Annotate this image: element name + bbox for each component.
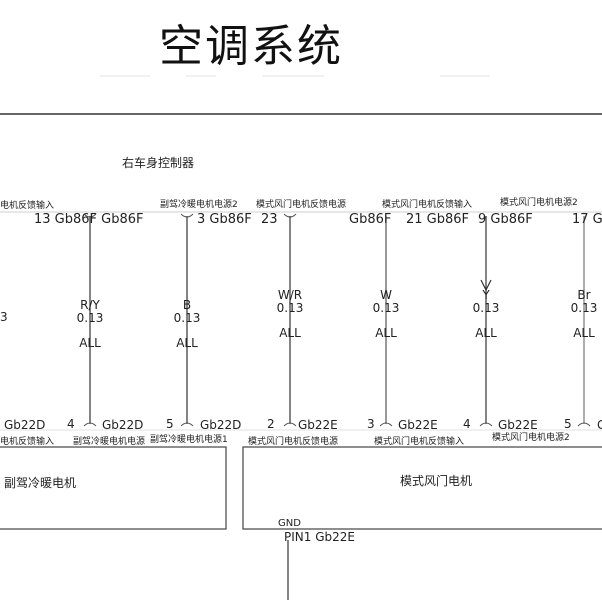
pin-number-label: 5 [166,417,174,431]
pin-terminal [283,422,297,427]
pin-terminal [379,422,393,427]
controller-name: 右车身控制器 [122,156,195,170]
right-component-name: 模式风门电机 [400,474,473,488]
wire-color-label: W [380,288,392,302]
wire-gauge-label: 0.13 [472,301,500,315]
pin-terminal [283,213,297,218]
wire-gauge-label: 0.13 [276,301,304,315]
pin-number-label: 4 [463,417,471,431]
wire-color-label: W/R [277,288,303,302]
left-component-name: 副驾冷暖电机 [4,476,77,490]
wire-color-label: R/Y [80,298,100,312]
pin-function-label: 模式风门电机电源2 [492,433,570,443]
ground-pin: PIN1 Gb22E [284,530,355,544]
pin-function-label: 副驾冷暖电机电源2 [160,200,238,210]
pin-terminal [180,213,194,218]
pin-number-label: G [597,418,602,432]
wire-gauge-label: 0.13 [76,311,104,325]
wire-config-label: ALL [176,336,198,350]
pin-number-label: 17 G [572,212,602,227]
ground-label: GND [278,518,301,529]
pin-number-label: 23 [261,212,278,227]
wire-color-label: Y [482,288,490,302]
pin-number-label: Gb22D [200,418,242,432]
pin-number-label: Gb22D [4,418,46,432]
pin-number-label: Gb86F [349,212,392,227]
pin-function-label: 副驾冷暖电机电源1 [150,435,228,445]
pin-terminal [479,422,493,427]
pin-number-label: 9 Gb86F [478,212,533,227]
pin-function-label: 电机反馈输入 [0,201,55,211]
pin-number-label: 2 [267,417,275,431]
wire-config-label: ALL [573,326,595,340]
pin-function-label: 模式风门电机反馈电源 [248,437,339,447]
page-title: 空调系统 [159,21,343,72]
right-component-box [242,446,602,530]
pin-number-label: Gb22E [498,418,538,432]
pin-number-label: 4 [67,417,75,431]
wire-gauge-label: 0.13 [372,301,400,315]
pin-function-label: 电机反馈输入 [0,437,55,447]
pin-terminal [180,422,194,427]
wire-fragment-label: 3 [0,310,8,324]
left-component-box [0,446,227,530]
direction-arrow [480,279,492,292]
pin-number-label: Gb22E [398,418,438,432]
pin-terminal [83,213,97,218]
pin-terminal [83,422,97,427]
pin-number-label: 3 Gb86F [197,212,252,227]
pin-number-label: 3 [367,417,375,431]
pin-function-label: 模式风门电机电源2 [500,198,578,208]
pin-function-label: 模式风门电机反馈输入 [374,437,465,447]
pin-function-label: 模式风门电机反馈输入 [382,200,473,210]
wire-config-label: ALL [279,326,301,340]
pin-function-label: 模式风门电机反馈电源 [256,200,347,210]
wire-gauge-label: 0.13 [570,301,598,315]
wire-color-label: B [182,298,192,312]
pin-number-label: 13 Gb86F Gb86F [34,212,144,227]
pin-function-label: 副驾冷暖电机电源 [73,437,146,447]
pin-number-label: 21 Gb86F [406,212,470,227]
pin-number-label: Gb22D [102,418,144,432]
pin-number-label: 5 [564,417,572,431]
pin-number-label: Gb22E [298,418,338,432]
wire-color-label: Br [577,288,591,302]
wire-config-label: ALL [79,336,101,350]
wire-config-label: ALL [475,326,497,340]
wire-gauge-label: 0.13 [173,311,201,325]
wire-config-label: ALL [375,326,397,340]
pin-terminal [577,422,591,427]
